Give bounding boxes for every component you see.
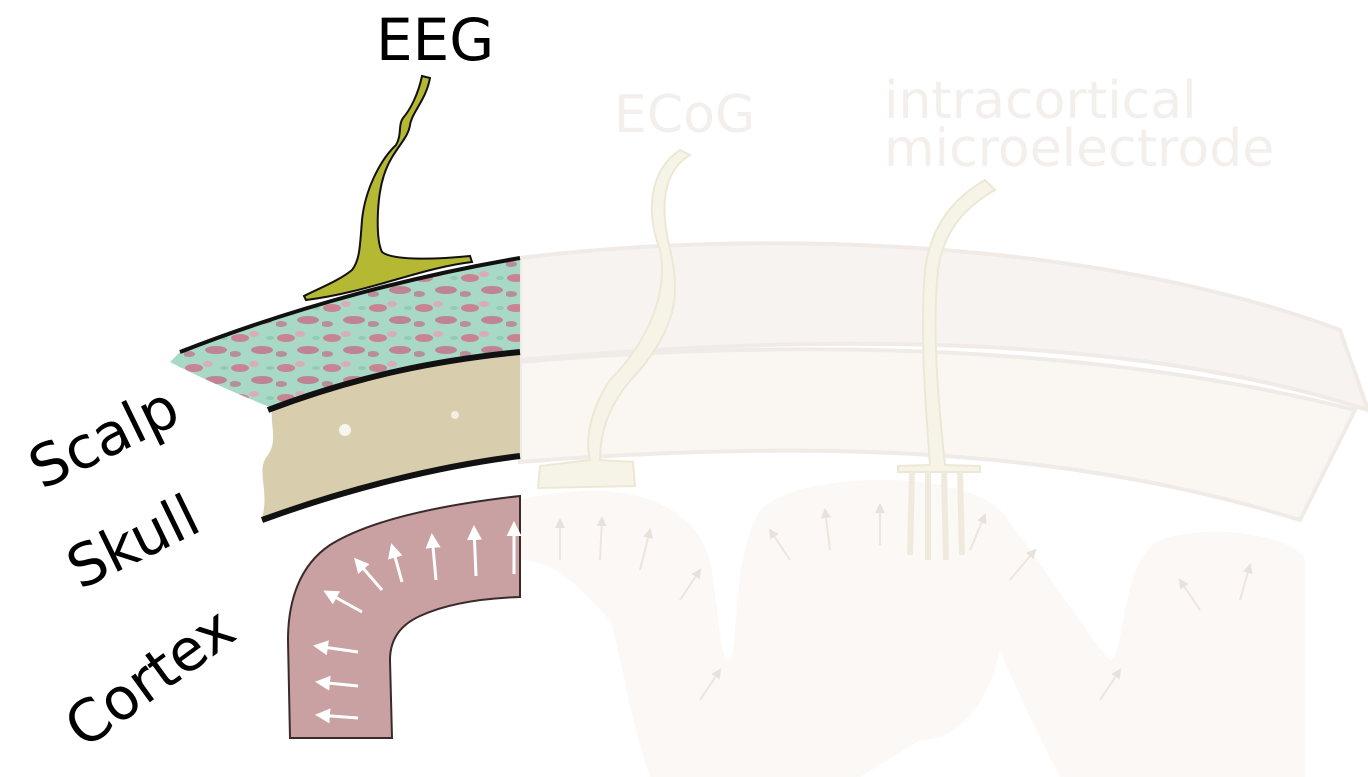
scalp-label: Scalp [18,373,189,503]
eeg-electrode [304,76,472,300]
cortex-label: Cortex [52,594,247,762]
skull-pore [339,424,351,436]
faded-background-layers: ECoG intracortical microelectrode [520,71,1368,777]
skull-pore [451,411,459,419]
skull-label: Skull [56,481,209,602]
cortex-layer [288,496,520,738]
ecog-label: ECoG [614,85,755,145]
eeg-label: EEG [376,6,494,74]
intracortical-label-line2: microelectrode [884,119,1274,179]
